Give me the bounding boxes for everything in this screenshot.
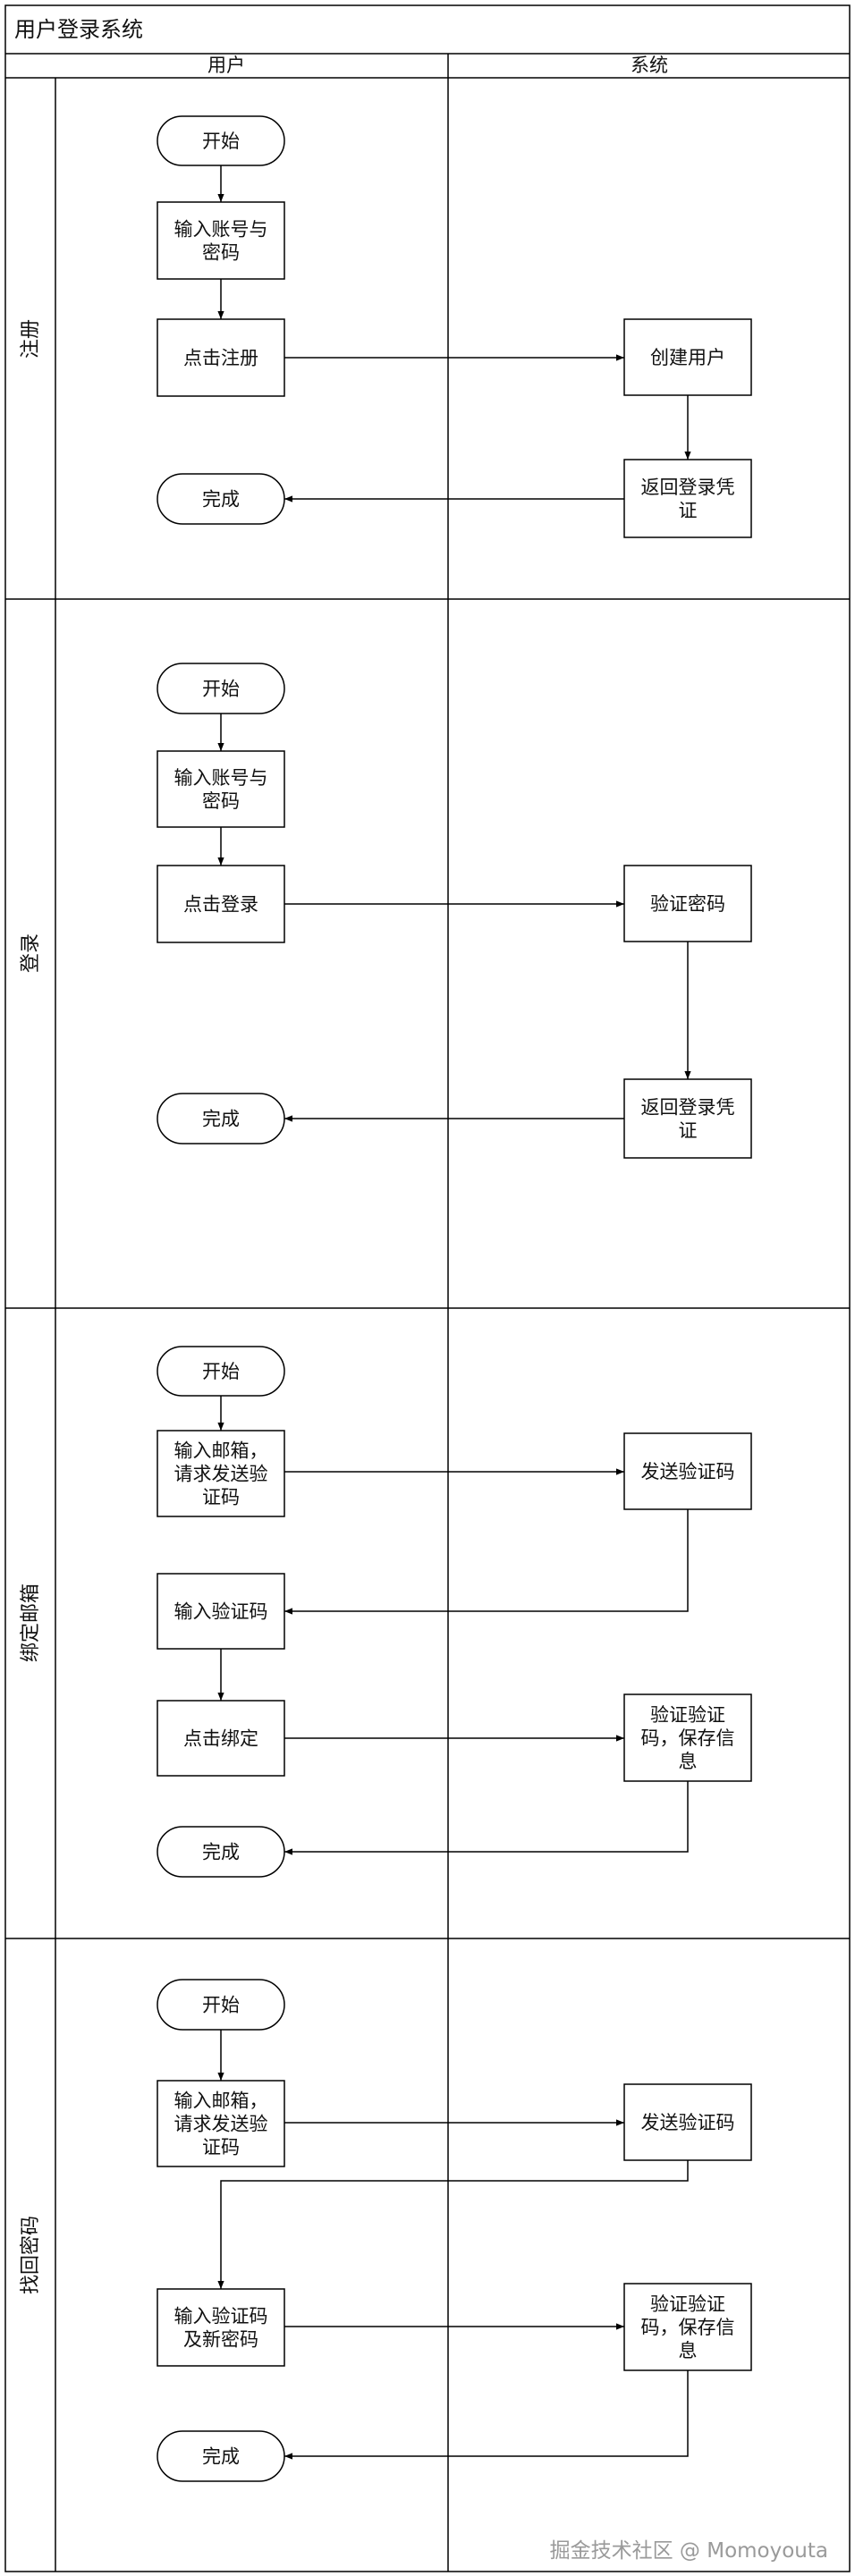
node-label-input-4: 输入邮箱， — [174, 2090, 268, 2112]
node-label-sys2-3: 码，保存信 — [641, 1727, 735, 1749]
terminal-start-4 — [157, 1979, 285, 2031]
node-label-input-4: 请求发送验 — [174, 2114, 268, 2135]
node-label-input-3: 证码 — [202, 1487, 240, 1508]
node-label-end-3: 完成 — [202, 1842, 240, 1863]
node-label-sys2-1: 返回登录凭 — [641, 477, 735, 498]
node-label-input-1: 输入账号与 — [174, 219, 268, 241]
watermark: 掘金技术社区 @ Momoyouta — [550, 2539, 828, 2563]
node-label-sys2-3: 息 — [679, 1751, 698, 1772]
node-label-code-4: 及新密码 — [183, 2329, 258, 2351]
process-code-4 — [157, 2288, 285, 2367]
phase-label-register: 注册 — [20, 319, 42, 359]
node-label-input-2: 密码 — [202, 790, 240, 812]
node-label-sys1-1: 创建用户 — [650, 347, 725, 368]
process-action-2 — [157, 865, 285, 943]
terminal-start-2 — [157, 663, 285, 714]
process-input-1 — [157, 201, 285, 280]
node-label-code-4: 输入验证码 — [174, 2306, 268, 2327]
node-label-sys1-3: 发送验证码 — [641, 1461, 735, 1482]
node-label-input-2: 输入账号与 — [174, 767, 268, 789]
arrow-sys2-to-end-4 — [284, 2370, 689, 2460]
terminal-start-1 — [157, 115, 285, 166]
node-label-sys1-4: 发送验证码 — [641, 2112, 735, 2133]
process-sys1-3 — [623, 1432, 752, 1510]
process-sys2-2 — [623, 1078, 752, 1159]
flow-nodes: 开始输入账号与密码点击注册创建用户返回登录凭证完成开始输入账号与密码点击登录验证… — [157, 115, 752, 2482]
node-label-start-3: 开始 — [202, 1361, 240, 1382]
node-label-start-2: 开始 — [202, 679, 240, 700]
node-label-input-3: 请求发送验 — [174, 1464, 268, 1485]
process-action-3 — [157, 1700, 285, 1777]
process-code-3 — [157, 1573, 285, 1650]
process-sys1-1 — [623, 318, 752, 396]
lane-header-system: 系统 — [631, 55, 668, 76]
node-label-input-3: 输入邮箱， — [174, 1440, 268, 1462]
node-label-end-4: 完成 — [202, 2446, 240, 2468]
process-sys1-4 — [623, 2083, 752, 2161]
arrow-sys2-to-end-3 — [284, 1781, 689, 1855]
terminal-end-2 — [157, 1093, 285, 1144]
node-label-input-4: 证码 — [202, 2137, 240, 2158]
lane-header-user: 用户 — [207, 55, 245, 76]
node-label-sys2-3: 验证验证 — [650, 1704, 725, 1726]
arrow-sys1-to-code-4 — [217, 2160, 689, 2289]
terminal-end-1 — [157, 473, 285, 525]
node-label-code-3: 输入验证码 — [174, 1601, 268, 1623]
terminal-start-3 — [157, 1346, 285, 1397]
node-label-start-4: 开始 — [202, 1995, 240, 2016]
terminal-end-4 — [157, 2430, 285, 2482]
node-label-sys2-2: 证 — [679, 1120, 698, 1142]
process-input-3 — [157, 1430, 285, 1517]
diagram-title: 用户登录系统 — [14, 17, 143, 42]
node-label-sys2-4: 码，保存信 — [641, 2317, 735, 2338]
terminal-end-3 — [157, 1826, 285, 1878]
node-label-start-1: 开始 — [202, 131, 240, 152]
node-label-action-3: 点击绑定 — [183, 1728, 258, 1750]
node-label-end-2: 完成 — [202, 1109, 240, 1130]
phase-label-bind-email: 绑定邮箱 — [20, 1584, 42, 1662]
diagram-frame — [4, 4, 851, 2572]
node-label-sys2-1: 证 — [679, 500, 698, 521]
process-sys2-3 — [623, 1693, 752, 1782]
process-sys2-4 — [623, 2283, 752, 2371]
node-label-sys1-2: 验证密码 — [650, 893, 725, 915]
process-action-1 — [157, 318, 285, 397]
node-label-sys2-2: 返回登录凭 — [641, 1097, 735, 1119]
node-label-action-1: 点击注册 — [183, 348, 258, 369]
node-label-sys2-4: 验证验证 — [650, 2293, 725, 2315]
process-input-2 — [157, 750, 285, 828]
phase-label-login: 登录 — [20, 933, 42, 973]
process-sys2-1 — [623, 459, 752, 538]
phase-label-reset-password: 找回密码 — [20, 2216, 42, 2294]
node-label-input-1: 密码 — [202, 242, 240, 264]
connectors — [217, 165, 691, 2460]
arrow-sys1-to-code-3 — [284, 1509, 689, 1615]
node-label-end-1: 完成 — [202, 489, 240, 511]
process-sys1-2 — [623, 865, 752, 942]
node-label-action-2: 点击登录 — [183, 894, 258, 916]
node-label-sys2-4: 息 — [679, 2340, 698, 2361]
process-input-4 — [157, 2080, 285, 2167]
